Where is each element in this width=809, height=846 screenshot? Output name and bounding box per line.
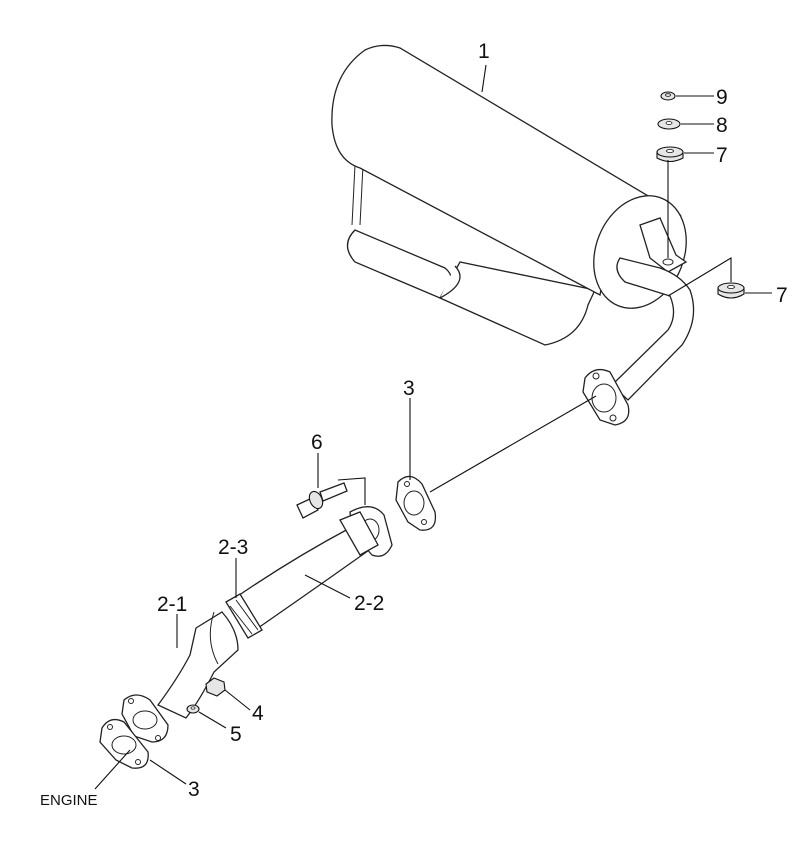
bolt-6 xyxy=(296,482,348,519)
callouts: 1 9 8 7 7 3 6 2-3 2-2 2-1 4 5 3 ENGINE xyxy=(40,40,788,809)
callout-6: 6 xyxy=(311,431,323,454)
callout-8: 8 xyxy=(716,114,728,137)
perforated-tailpipe xyxy=(346,229,596,346)
exhaust-pipe-2-1 xyxy=(157,611,239,719)
callout-3-lower: 3 xyxy=(188,778,200,801)
washer-7-top xyxy=(656,146,684,163)
callout-7-top: 7 xyxy=(716,144,728,167)
callout-2-2: 2-2 xyxy=(354,592,384,615)
gasket-3-lower xyxy=(99,718,149,769)
callout-2-3: 2-3 xyxy=(218,536,248,559)
washer-7-side xyxy=(717,282,745,299)
engine-label: ENGINE xyxy=(40,792,98,809)
callout-1: 1 xyxy=(478,40,490,63)
nut-9 xyxy=(660,91,676,101)
callout-9: 9 xyxy=(716,86,728,109)
callout-4: 4 xyxy=(252,702,264,725)
callout-7-side: 7 xyxy=(776,284,788,307)
leader-lines xyxy=(94,64,772,790)
callout-5: 5 xyxy=(230,723,242,746)
callout-2-1: 2-1 xyxy=(157,593,187,616)
flex-pipe-2-2 xyxy=(231,506,393,629)
washer-8 xyxy=(657,118,681,130)
washer-5 xyxy=(186,704,200,714)
gasket-3-upper xyxy=(395,475,437,531)
muffler xyxy=(331,44,695,401)
callout-3-upper: 3 xyxy=(403,377,415,400)
clamp-2-3 xyxy=(225,593,263,639)
engine-flange xyxy=(121,694,169,743)
